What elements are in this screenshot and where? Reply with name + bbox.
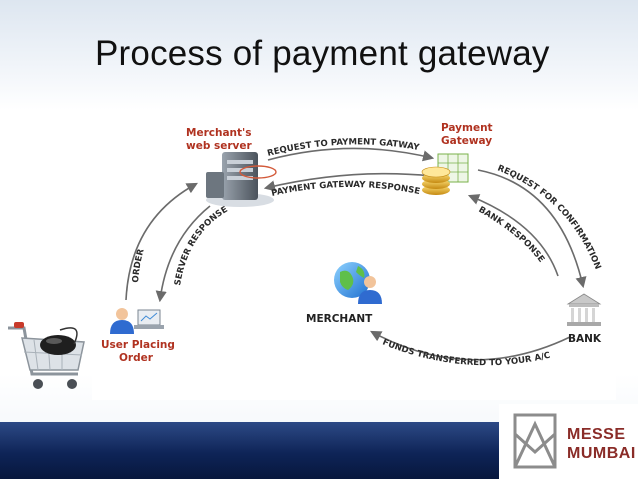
arrow-gateway-response <box>263 172 433 192</box>
user-label-1: User Placing <box>101 339 175 351</box>
merchant-globe-icon <box>334 262 382 304</box>
bank-icon <box>566 293 602 326</box>
label-order: ORDER <box>131 248 147 283</box>
arrow-request-to-gateway <box>267 147 435 162</box>
arrow-funds-transferred <box>370 330 571 361</box>
shopping-cart-icon <box>8 322 85 389</box>
gateway-label-2: Gateway <box>441 135 492 147</box>
messe-mumbai-logo: MESSE MUMBAI <box>499 404 638 479</box>
slide-title: Process of payment gateway <box>95 34 550 73</box>
logo-text-line1: MESSE <box>567 426 626 443</box>
logo-text-line2: MUMBAI <box>567 445 636 462</box>
payment-gateway-icon <box>421 153 469 195</box>
user-label-2: Order <box>119 352 154 364</box>
merchant-server-label-2: web server <box>186 140 253 152</box>
arrow-server-response <box>155 205 211 303</box>
arrow-bank-response <box>467 194 559 277</box>
bank-label: BANK <box>568 333 602 345</box>
user-laptop-icon <box>110 308 164 334</box>
title-background <box>0 0 638 110</box>
gateway-label-1: Payment <box>441 122 493 134</box>
label-bank-response: BANK RESPONSE <box>477 205 547 265</box>
merchant-server-label-1: Merchant's <box>186 127 252 139</box>
label-server-response: SERVER RESPONSE <box>173 205 230 287</box>
arrow-order <box>125 182 198 301</box>
arrow-request-confirmation <box>477 169 587 289</box>
server-icon <box>206 152 277 207</box>
merchant-label: MERCHANT <box>306 313 373 325</box>
logo-mark-icon <box>513 413 557 469</box>
